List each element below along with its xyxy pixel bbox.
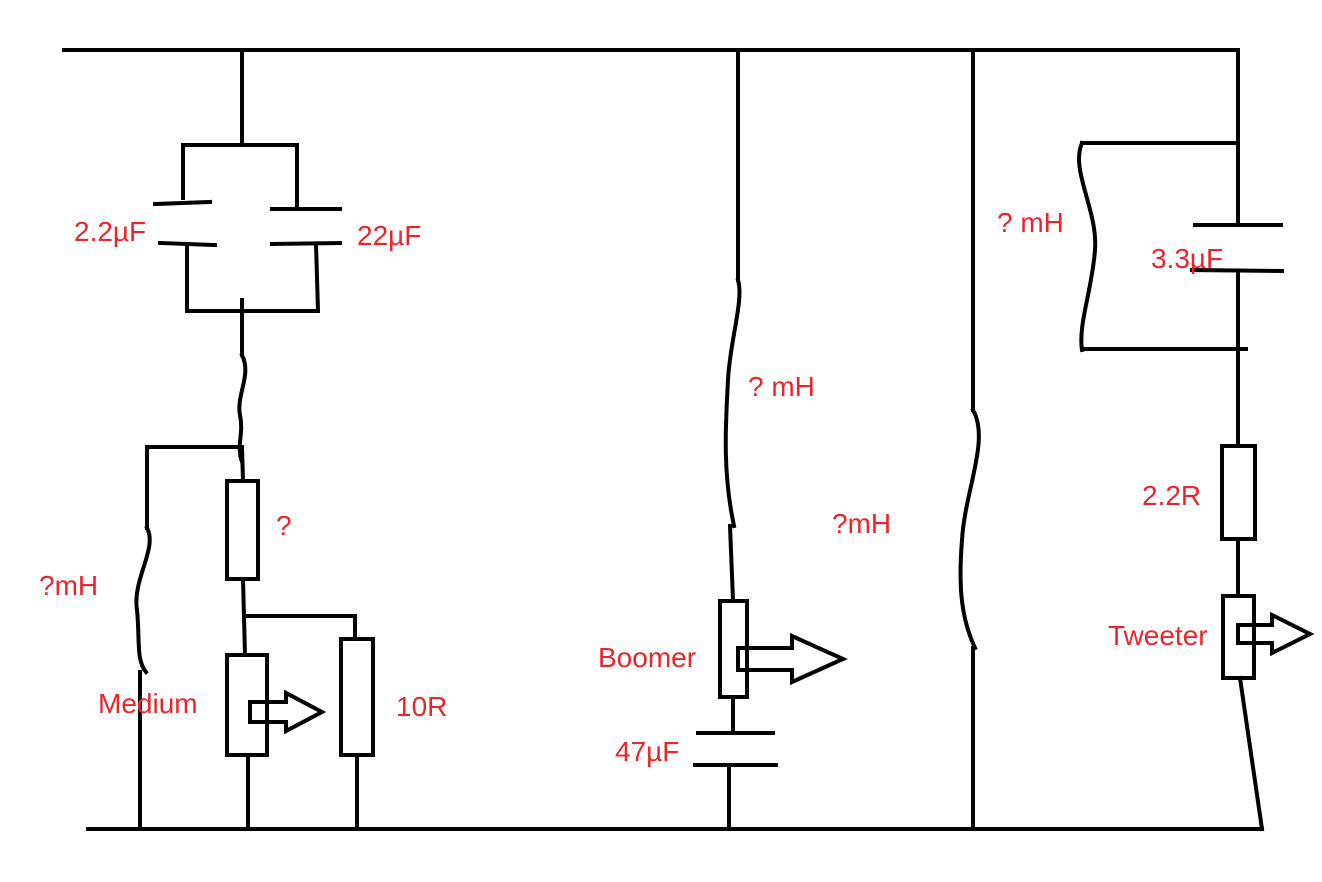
resistor-medium-series	[225, 479, 260, 581]
capacitor-22uF	[269, 207, 343, 247]
inductor-medium-shunt	[134, 525, 152, 675]
label-cap-22uF: 22µF	[357, 220, 421, 251]
medium-branch	[134, 48, 375, 831]
label-speaker-medium: Medium	[98, 688, 198, 719]
label-ind-boomer-series: ? mH	[748, 371, 815, 402]
resistor-10R	[339, 637, 375, 757]
inductor-tweeter-parallel	[1077, 140, 1098, 353]
boomer-branch	[693, 50, 981, 831]
resistor-2-2R	[1220, 444, 1257, 541]
inductor-boomer-shunt	[958, 407, 981, 651]
inductor-boomer-series	[723, 277, 742, 529]
label-ind-medium-shunt: ?mH	[39, 570, 98, 601]
speaker-medium-arrow	[248, 689, 327, 735]
label-cap-2-2uF: 2.2µF	[74, 216, 146, 247]
label-ind-tweeter-parallel: ? mH	[997, 207, 1064, 238]
speaker-boomer-arrow	[736, 632, 848, 686]
tweeter-branch	[1077, 50, 1315, 832]
label-ind-boomer-shunt: ?mH	[832, 508, 891, 539]
label-cap-47uF: 47µF	[615, 736, 679, 767]
speaker-medium	[225, 653, 269, 757]
label-res-2-2R: 2.2R	[1142, 480, 1201, 511]
capacitor-2-2uF	[152, 199, 218, 248]
label-speaker-boomer: Boomer	[598, 642, 696, 673]
label-res-10R: 10R	[396, 691, 447, 722]
label-speaker-tweeter: Tweeter	[1108, 620, 1208, 651]
label-res-medium-series: ?	[276, 510, 292, 541]
speaker-tweeter-arrow	[1236, 611, 1315, 657]
capacitor-47uF	[693, 731, 778, 767]
label-cap-3-3uF: 3.3µF	[1151, 243, 1223, 274]
